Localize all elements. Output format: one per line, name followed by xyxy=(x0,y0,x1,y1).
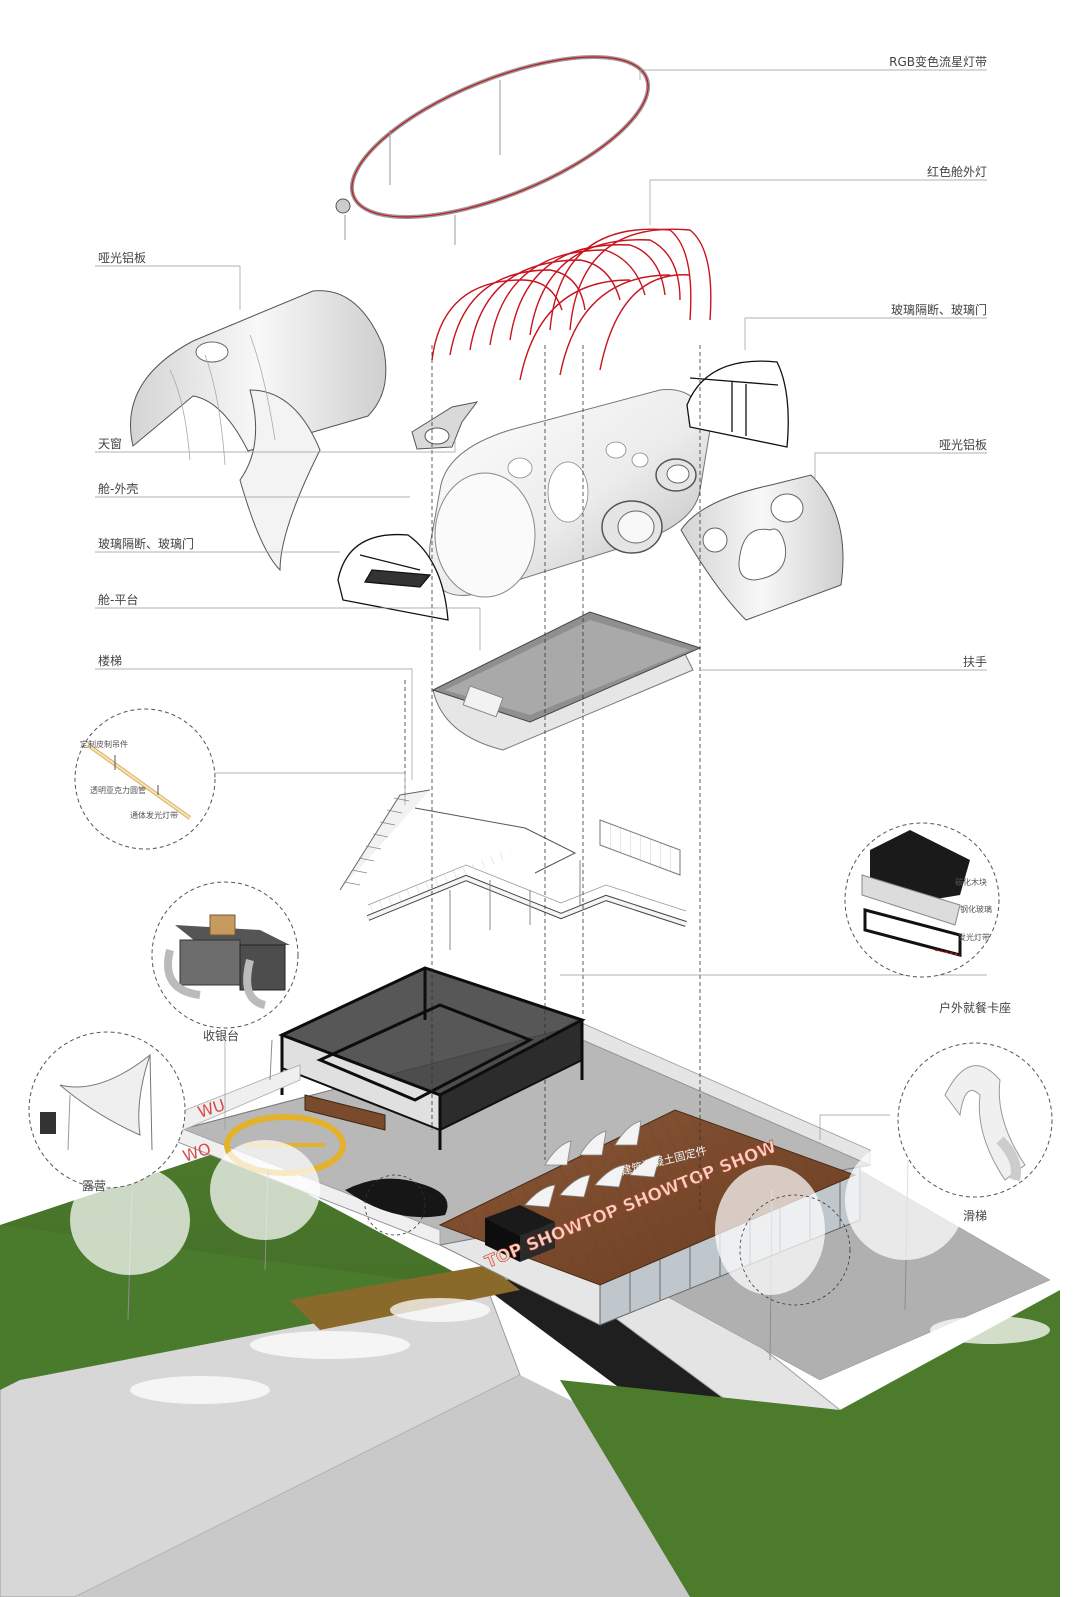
label-platform: 舱-平台 xyxy=(98,592,138,607)
label-slide: 滑梯 xyxy=(963,1209,987,1223)
label-stairs: 楼梯 xyxy=(98,653,122,668)
label-matte-al-right: 哑光铝板 xyxy=(939,437,987,452)
detail-slide xyxy=(897,1042,1053,1198)
booth-note-1: 碳化木块 xyxy=(955,877,987,887)
label-cashier: 收银台 xyxy=(203,1028,239,1043)
label-camping: 露营 xyxy=(82,1179,106,1193)
label-outdoor-booth: 户外就餐卡座 xyxy=(939,1000,1011,1015)
skylight xyxy=(411,401,479,450)
deck-box xyxy=(485,1205,555,1236)
label-skylight: 天窗 xyxy=(98,437,122,451)
booth-note-2: 钢化玻璃 xyxy=(960,904,992,914)
lamp-note-1: 定制皮制吊件 xyxy=(80,739,128,749)
glass-partition-left xyxy=(337,533,449,621)
building-plinth xyxy=(158,1019,872,1326)
detail-lamp: 定制皮制吊件 透明亚克力圆管 通体发光灯带 xyxy=(74,708,216,850)
hedges xyxy=(130,1298,1050,1404)
matte-panel-left xyxy=(130,290,387,572)
label-red-light: 红色舱外灯 xyxy=(927,164,987,179)
black-pit xyxy=(345,1178,448,1218)
label-shell: 舱-外壳 xyxy=(98,482,138,496)
label-handrail: 扶手 xyxy=(963,654,987,669)
lamp-note-3: 通体发光灯带 xyxy=(130,810,178,820)
detail-small-circle xyxy=(364,1174,851,1306)
glass-partition-right xyxy=(686,360,789,448)
site-ground xyxy=(0,1150,1060,1597)
label-glass-right: 玻璃隔断、玻璃门 xyxy=(891,302,987,317)
booth-note-3: 发光灯带 xyxy=(958,932,990,942)
lamp-note-2: 透明亚克力圆管 xyxy=(90,785,146,795)
detail-camping xyxy=(28,1031,186,1189)
wood-strip xyxy=(290,1265,520,1330)
detail-cashier xyxy=(151,881,299,1029)
matte-panel-right xyxy=(680,474,844,621)
label-matte-al-left: 哑光铝板 xyxy=(98,250,146,265)
stair-walkway xyxy=(339,789,687,950)
label-glass-left: 玻璃隔断、玻璃门 xyxy=(98,536,194,551)
rgb-ring xyxy=(335,55,651,245)
label-rgb-strip: RGB变色流星灯带 xyxy=(889,54,987,69)
capsule-shell xyxy=(429,389,711,598)
concrete-fixtures xyxy=(524,1120,661,1208)
platform xyxy=(431,611,702,751)
red-arc-lights xyxy=(431,228,712,381)
grass-right xyxy=(560,1290,1060,1597)
counter xyxy=(304,1094,386,1131)
sign-wu: WU xyxy=(195,1095,227,1122)
detail-booth: 碳化木块 钢化玻璃 发光灯带 xyxy=(844,822,1000,978)
